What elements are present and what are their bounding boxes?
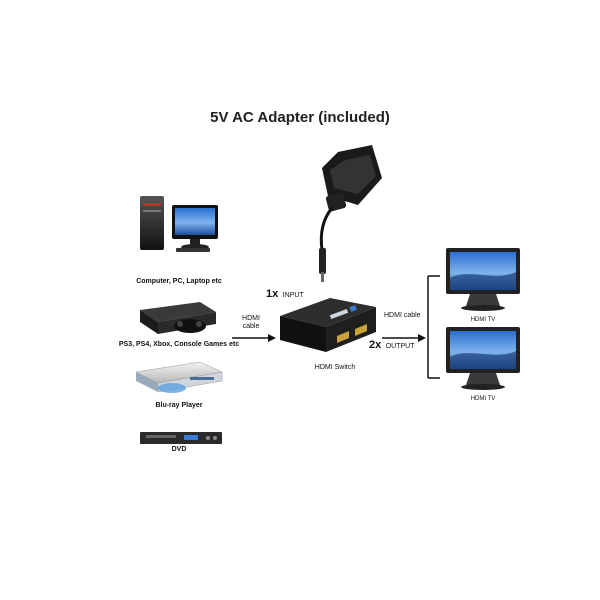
output-cable-label: HDMI cable [384,312,421,319]
computer-icon [140,196,218,252]
bluray-player-icon [135,361,223,393]
input-count-label: 1x INPUT [266,288,304,300]
source-label-console: PS3, PS4, Xbox, Console Games etc [118,341,240,348]
input-arrow [232,334,276,342]
output-arrow [382,334,426,342]
tv-icon [446,327,520,390]
ac-adapter-icon [319,145,382,282]
tv-label-2: HDMI TV [470,396,496,402]
source-label-computer: Computer, PC, Laptop etc [136,278,222,285]
source-label-dvd: DVD [171,446,187,453]
adapter-title: 5V AC Adapter (included) [210,109,390,126]
output-bracket [427,275,440,379]
tv-icon [446,248,520,311]
hdmi-switch-icon [280,298,376,352]
game-console-icon [140,302,216,334]
tv-label-1: HDMI TV [470,317,496,323]
input-cable-label: HDMI cable [242,315,260,330]
dvd-player-icon [140,432,222,444]
device-label: HDMI Switch [314,364,356,371]
output-count-label: 2x OUTPUT [369,339,415,351]
source-label-bluray: Blu-ray Player [155,402,203,409]
